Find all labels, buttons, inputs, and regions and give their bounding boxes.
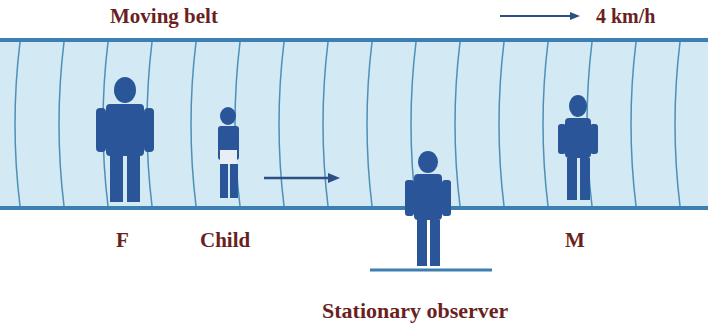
belt-surface (0, 40, 708, 208)
mother-figure (558, 95, 598, 200)
observer-label: Stationary observer (322, 300, 508, 322)
father-figure (96, 77, 154, 202)
velocity-arrow (500, 15, 572, 17)
belt-ridges (15, 42, 680, 206)
observer-figure (405, 151, 451, 266)
belt-ridge (631, 42, 636, 206)
belt-ridge (543, 42, 548, 206)
belt-ridge (191, 42, 196, 206)
belt-ridge (455, 42, 460, 206)
belt-ridge (323, 42, 328, 206)
figure-label: Child (200, 230, 250, 251)
belt-ridge (367, 42, 372, 206)
belt-ridge (675, 42, 680, 206)
belt-ridge (279, 42, 284, 206)
arrow-head (328, 173, 340, 183)
speed-label: 4 km/h (596, 6, 655, 26)
belt-ridge (15, 42, 20, 206)
arrow-head (570, 12, 580, 20)
belt-ridge (499, 42, 504, 206)
belt-edge (0, 38, 708, 42)
belt-edge (0, 206, 708, 210)
belt-ridge (59, 42, 64, 206)
belt-label: Moving belt (110, 6, 218, 27)
figure-label: F (116, 230, 129, 251)
child-velocity-arrow (264, 177, 330, 180)
figure-label: M (565, 230, 585, 251)
ground-line (370, 269, 492, 272)
child-figure (218, 107, 239, 198)
